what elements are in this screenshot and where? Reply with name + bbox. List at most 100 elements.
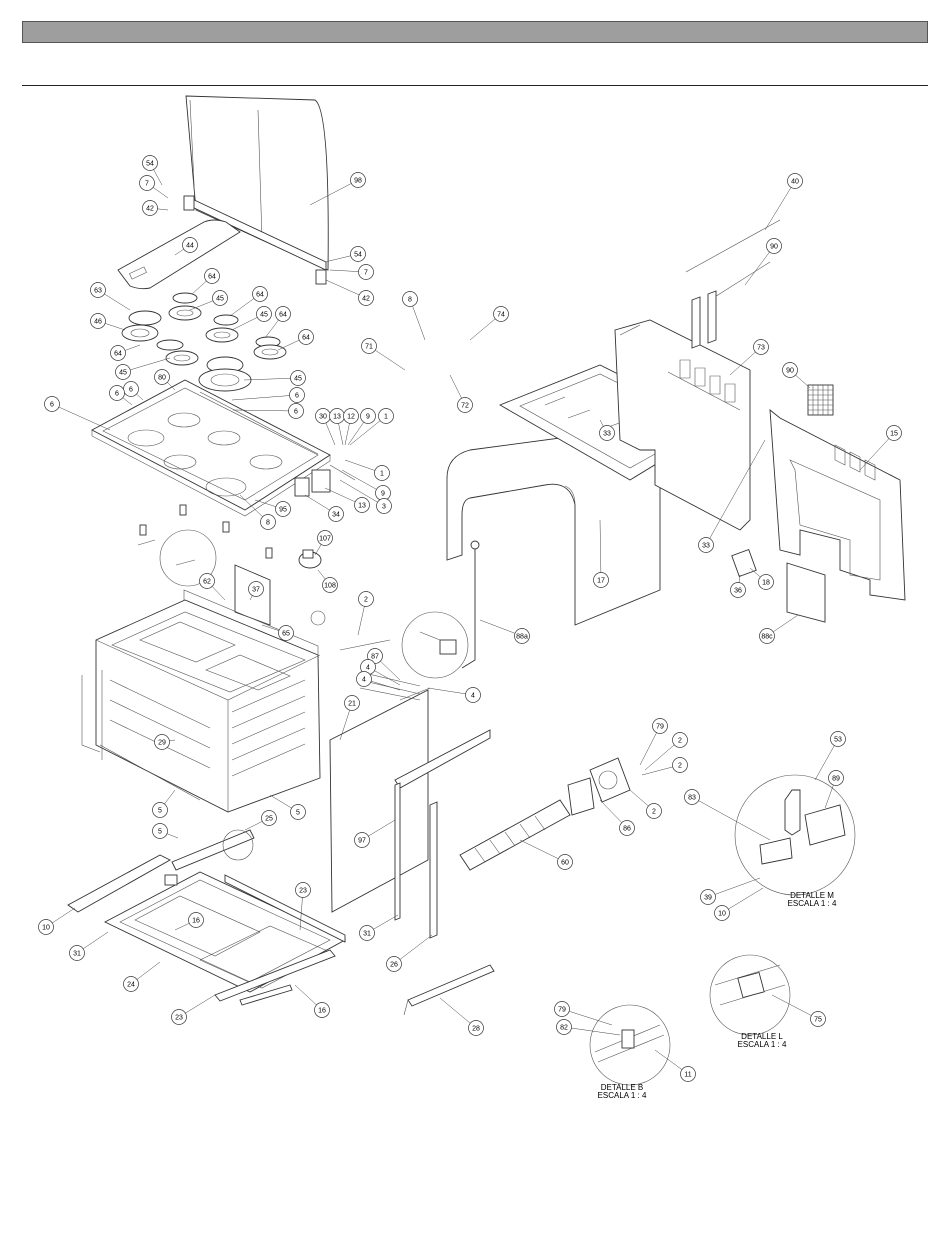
callout-label: 6	[50, 402, 54, 409]
callout-4: 4	[427, 687, 481, 703]
callout-3: 3	[339, 479, 392, 514]
callout-97: 97	[354, 819, 396, 848]
callout-bubble	[354, 497, 370, 513]
callout-8: 8	[239, 494, 276, 530]
callout-bubble	[376, 498, 392, 514]
callout-71: 71	[361, 338, 406, 371]
callout-bubble	[278, 625, 294, 641]
callout-23: 23	[295, 882, 311, 931]
callout-label: 16	[318, 1008, 326, 1015]
callout-16: 16	[294, 984, 330, 1018]
callout-label: 5	[158, 829, 162, 836]
callout-bubble	[139, 175, 155, 191]
callout-label: 90	[786, 368, 794, 375]
callout-bubble	[110, 345, 126, 361]
callout-bubble	[152, 802, 168, 818]
callout-label: 64	[114, 351, 122, 358]
callout-label: 7	[364, 270, 368, 277]
callout-87: 87	[367, 648, 401, 681]
callout-bubble	[260, 514, 276, 530]
callout-label: 98	[354, 178, 362, 185]
callout-98: 98	[309, 172, 366, 206]
callout-label: 45	[216, 296, 224, 303]
callout-label: 2	[652, 809, 656, 816]
callout-label: 54	[146, 161, 154, 168]
callout-label: 75	[814, 1017, 822, 1024]
callout-bubble	[465, 687, 481, 703]
callout-label: 16	[192, 918, 200, 925]
callout-bubble	[599, 425, 615, 441]
callout-label: 45	[119, 370, 127, 377]
callout-bubble	[142, 200, 158, 216]
callout-label: 10	[718, 911, 726, 918]
callout-bubble	[886, 425, 902, 441]
callout-1: 1	[349, 408, 394, 446]
callout-31: 31	[359, 914, 399, 941]
callout-26: 26	[386, 934, 433, 972]
callout-25: 25	[244, 810, 277, 831]
callout-bubble	[317, 530, 333, 546]
callout-label: 60	[561, 860, 569, 867]
callout-21: 21	[339, 695, 360, 741]
callout-label: 45	[260, 312, 268, 319]
callout-bubble	[593, 572, 609, 588]
callout-label: 9	[381, 491, 385, 498]
exhaust-duct	[459, 799, 571, 871]
callout-label: 33	[603, 431, 611, 438]
callout-label: 4	[366, 665, 370, 672]
callout-80: 80	[154, 369, 176, 391]
callout-label: 8	[266, 520, 270, 527]
callout-label: 13	[333, 414, 341, 421]
injectors	[137, 504, 273, 587]
callout-bubble	[69, 945, 85, 961]
leader-line	[771, 994, 819, 1020]
callout-65: 65	[261, 624, 294, 641]
callout-bubble	[290, 370, 306, 386]
callout-label: 29	[158, 740, 166, 747]
callout-62: 62	[199, 573, 226, 601]
callout-bubble	[275, 306, 291, 322]
oven-lamp	[298, 549, 326, 626]
cooktop-cover	[117, 219, 241, 290]
callout-bubble	[753, 339, 769, 355]
callout-label: 23	[175, 1015, 183, 1022]
callout-33: 33	[698, 439, 766, 553]
detail-caption-title: DETALLE B	[601, 1083, 644, 1092]
callout-label: 36	[734, 588, 742, 595]
callout-34: 34	[304, 494, 344, 522]
callout-bubble	[154, 734, 170, 750]
callout-bubble	[356, 671, 372, 687]
callout-label: 12	[347, 414, 355, 421]
access-cover	[786, 562, 826, 623]
callout-bubble	[730, 582, 746, 598]
callout-64: 64	[264, 306, 291, 339]
callout-4: 4	[356, 671, 401, 691]
callout-bubble	[298, 329, 314, 345]
header-bar	[22, 21, 928, 43]
callout-39: 39	[700, 877, 761, 905]
callout-label: 24	[127, 982, 135, 989]
callout-label: 88a	[516, 634, 528, 641]
callout-bubble	[261, 810, 277, 826]
backguard-panel	[183, 95, 329, 285]
callout-74: 74	[469, 306, 509, 341]
callout-label: 1	[380, 471, 384, 478]
cooktop-panel	[91, 379, 331, 517]
callout-label: 53	[834, 737, 842, 744]
callout-bubble	[350, 246, 366, 262]
callout-label: 80	[158, 375, 166, 382]
callout-label: 9	[366, 414, 370, 421]
callout-label: 5	[296, 810, 300, 817]
callout-bubble	[556, 1019, 572, 1035]
callout-9: 9	[341, 469, 391, 501]
callout-bubble	[152, 823, 168, 839]
leader-line	[243, 377, 299, 381]
callout-bubble	[314, 1002, 330, 1018]
cooling-fan	[567, 757, 631, 816]
callout-86: 86	[599, 799, 635, 836]
callout-45: 45	[243, 370, 306, 386]
callout-label: 74	[497, 312, 505, 319]
gas-regulator-bracket	[731, 549, 757, 577]
callout-bubble	[289, 387, 305, 403]
callout-label: 72	[461, 403, 469, 410]
